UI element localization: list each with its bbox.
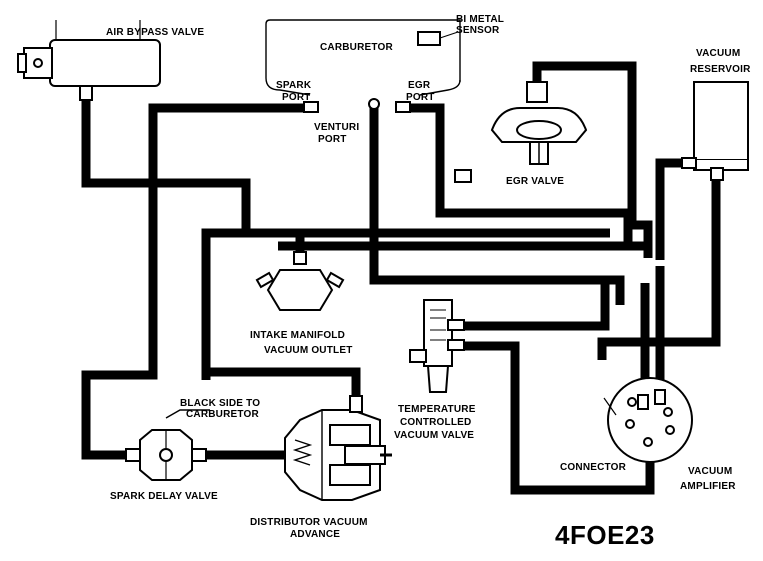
- hose-temp-valve-bottom: [462, 341, 655, 495]
- hose-intake-header: [201, 228, 610, 380]
- label-egr-valve: EGR VALVE: [506, 176, 565, 187]
- vacuum-hoses: [81, 61, 721, 495]
- label-venturi-port-1: VENTURI: [314, 122, 360, 133]
- label-bimetal-sensor-1: BI METAL: [456, 14, 505, 25]
- label-air-bypass-valve: AIR BYPASS VALVE: [106, 27, 205, 38]
- label-vacuum-reservoir-2: RESERVOIR: [690, 64, 751, 75]
- hose-air-bypass: [81, 98, 251, 233]
- label-intake-manifold-2: VACUUM OUTLET: [264, 345, 353, 356]
- label-egr-port-1: EGR: [408, 80, 431, 91]
- vacuum-amplifier: [603, 377, 693, 463]
- venturi-port-fitting: [368, 98, 380, 110]
- distributor-vacuum-advance: [284, 395, 392, 501]
- temperature-controlled-vacuum-valve: [409, 299, 465, 393]
- label-venturi-port-2: PORT: [318, 134, 347, 145]
- label-bimetal-sensor-2: SENSOR: [456, 25, 500, 36]
- label-black-side-2: CARBURETOR: [186, 409, 259, 420]
- label-spark-delay-valve: SPARK DELAY VALVE: [110, 491, 218, 502]
- hose-venturi: [369, 108, 625, 305]
- label-black-side-1: BLACK SIDE TO: [180, 398, 261, 409]
- spark-port-fitting: [303, 101, 319, 113]
- hose-spark-port: [81, 103, 312, 460]
- label-temp-valve-1: TEMPERATURE: [398, 404, 476, 415]
- label-egr-port-2: PORT: [406, 92, 435, 103]
- label-vacuum-amplifier-1: VACUUM: [688, 466, 733, 477]
- label-distributor-2: ADVANCE: [290, 529, 341, 540]
- hose-temp-valve-top: [462, 280, 610, 331]
- label-carburetor: CARBURETOR: [320, 42, 393, 53]
- label-spark-port-1: SPARK: [276, 80, 312, 91]
- label-intake-manifold-1: INTAKE MANIFOLD: [250, 330, 346, 341]
- spark-delay-valve: [125, 409, 210, 481]
- label-connector: CONNECTOR: [560, 462, 627, 473]
- label-temp-valve-2: CONTROLLED: [400, 417, 472, 428]
- label-vacuum-reservoir-1: VACUUM: [696, 48, 741, 59]
- air-bypass-valve: [17, 20, 161, 101]
- egr-valve: [454, 81, 588, 183]
- vacuum-reservoir: [681, 81, 749, 181]
- bimetal-sensor: [417, 31, 441, 46]
- label-distributor-1: DISTRIBUTOR VACUUM: [250, 517, 368, 528]
- label-spark-port-2: PORT: [282, 92, 311, 103]
- hose-egr-top: [532, 61, 653, 258]
- label-vacuum-amplifier-2: AMPLIFIER: [680, 481, 736, 492]
- hose-reservoir-1: [655, 158, 688, 260]
- carburetor: [265, 19, 461, 113]
- figure-code: 4FOE23: [555, 520, 655, 550]
- intake-manifold-outlet: [255, 251, 345, 311]
- egr-port-fitting: [395, 101, 411, 113]
- label-temp-valve-3: VACUUM VALVE: [394, 430, 475, 441]
